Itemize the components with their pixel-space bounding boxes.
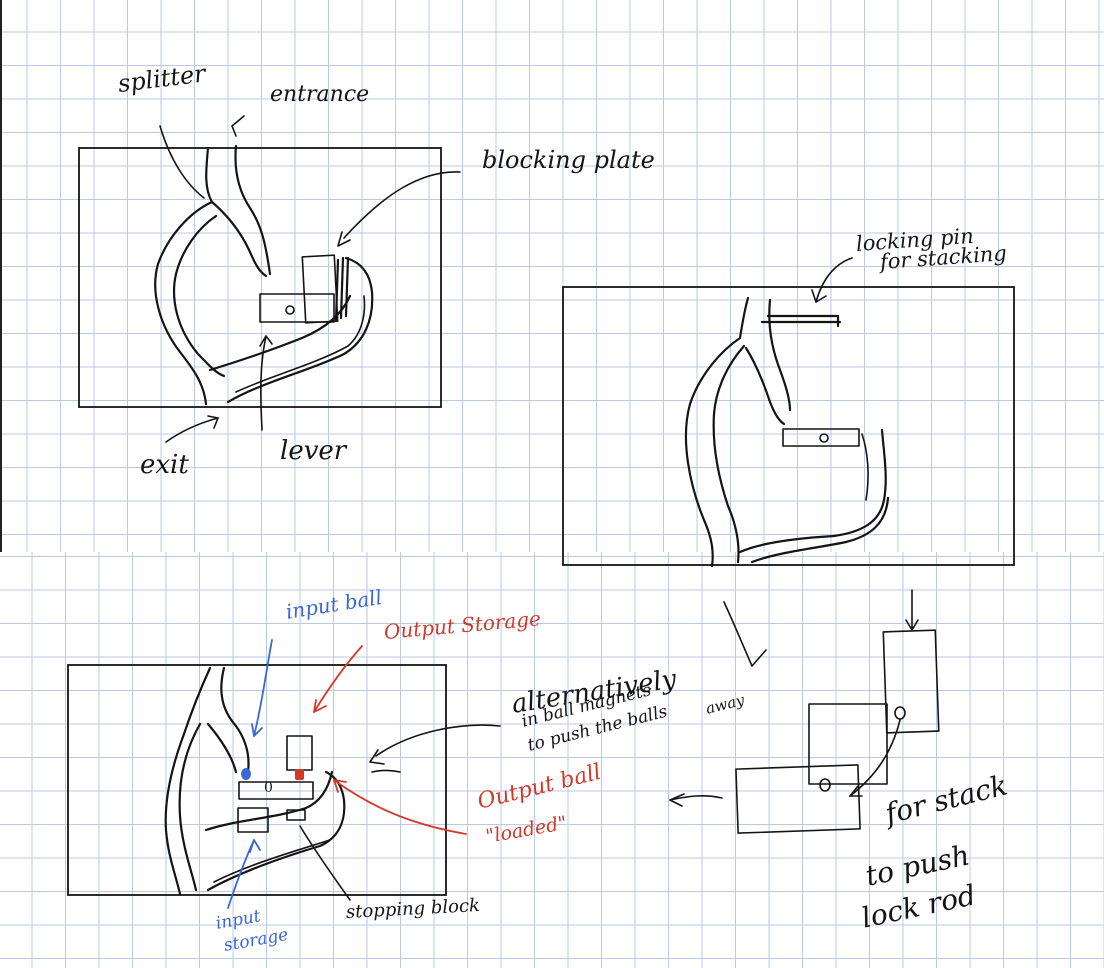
sketch-2-mechanism <box>563 258 1014 566</box>
output-storage-shape <box>287 736 312 770</box>
label-lever-zero: 0 <box>264 780 273 796</box>
lever-shape-3 <box>239 782 313 799</box>
sketch-2-frame <box>563 287 1014 565</box>
sketch-3-frame <box>68 665 446 895</box>
lever-shape <box>260 294 334 322</box>
input-ball-dot <box>241 768 251 780</box>
label-blocking-plate: blocking plate <box>482 146 655 174</box>
stack-top-box <box>883 630 938 733</box>
sketch-1-frame <box>79 148 441 407</box>
locking-pin-shape <box>762 316 840 326</box>
output-ball-dot <box>295 769 304 780</box>
label-lever: lever <box>280 436 346 466</box>
sketch-1-mechanism <box>79 116 460 442</box>
label-entrance: entrance <box>270 82 369 107</box>
label-exit: exit <box>140 450 189 480</box>
stack-bottom-box <box>736 765 860 833</box>
blocking-plate-shape <box>302 255 337 323</box>
sketch-3-mechanism <box>68 640 500 908</box>
lever-shape-2 <box>783 429 859 446</box>
